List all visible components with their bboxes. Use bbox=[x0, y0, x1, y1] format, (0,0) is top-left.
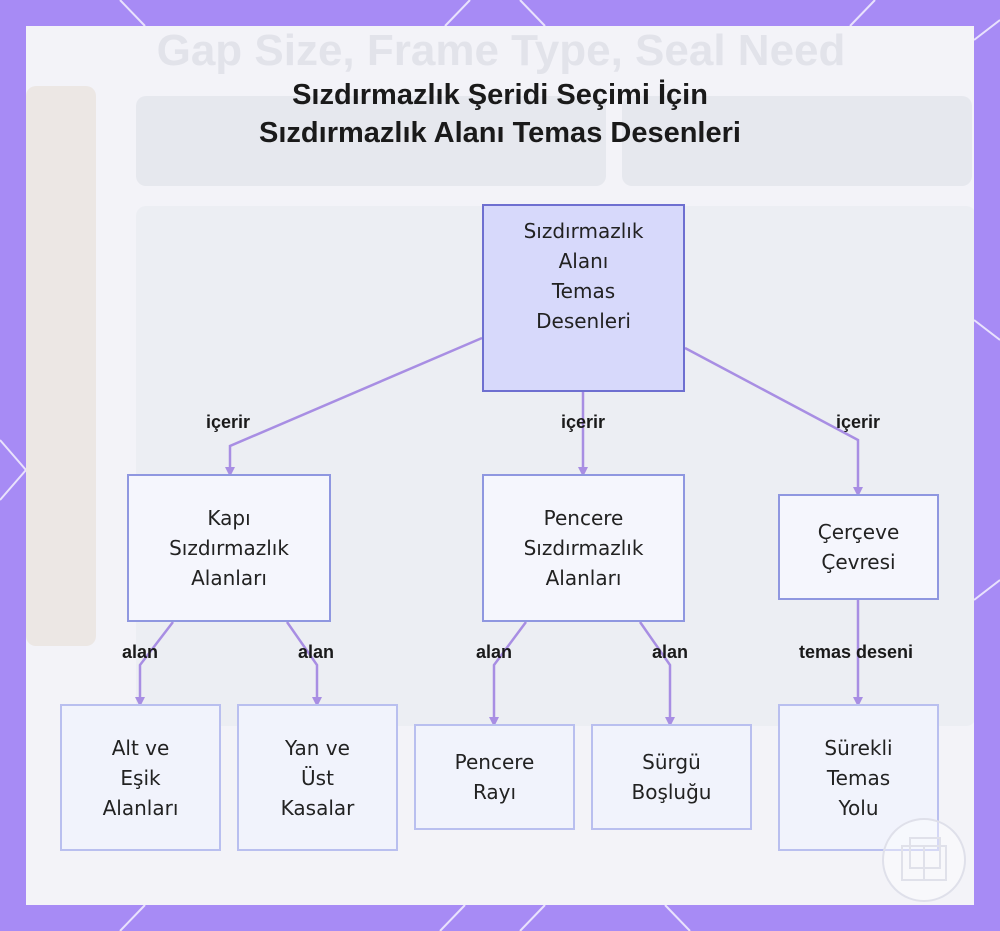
edge-label-door-side: alan bbox=[297, 642, 335, 662]
edge-label-root-frame: içerir bbox=[835, 412, 881, 432]
edge-label-frame-continuous: temas deseni bbox=[798, 642, 914, 662]
ghost-panel bbox=[622, 96, 972, 186]
watermark-logo bbox=[882, 818, 966, 902]
node-bottom-threshold: Alt ve Eşik Alanları bbox=[60, 704, 221, 851]
edge-label-window-rail: alan bbox=[475, 642, 513, 662]
node-root-label: Sızdırmazlık Alanı Temas Desenleri bbox=[523, 219, 644, 333]
edge-label-root-window: içerir bbox=[560, 412, 606, 432]
node-door-label: Kapı Sızdırmazlık Alanları bbox=[169, 506, 289, 590]
edge-root-door bbox=[225, 336, 483, 477]
node-sash-gap-label: Sürgü Boşluğu bbox=[631, 750, 712, 804]
edge-window-rail bbox=[489, 621, 528, 727]
ghost-panel bbox=[136, 96, 606, 186]
edge-window-sash bbox=[638, 621, 675, 727]
node-frame-perimeter: Çerçeve Çevresi bbox=[778, 494, 939, 600]
edge-door-side bbox=[285, 621, 322, 707]
node-window-label: Pencere Sızdırmazlık Alanları bbox=[523, 506, 644, 590]
background-ghost-title: Gap Size, Frame Type, Seal Need bbox=[156, 26, 846, 75]
node-side-top-label: Yan ve Üst Kasalar bbox=[280, 735, 355, 820]
node-window-seal-areas: Pencere Sızdırmazlık Alanları bbox=[482, 474, 685, 622]
edge-label-window-sash: alan bbox=[651, 642, 689, 662]
node-continuous-label: Sürekli Temas Yolu bbox=[824, 735, 893, 820]
node-window-rail: Pencere Rayı bbox=[414, 724, 575, 830]
node-frame-label: Çerçeve Çevresi bbox=[817, 520, 900, 574]
title-line-2: Sızdırmazlık Alanı Temas Desenleri bbox=[259, 117, 741, 149]
node-root: Sızdırmazlık Alanı Temas Desenleri bbox=[482, 204, 685, 392]
watermark-logo-icon bbox=[901, 837, 947, 881]
edge-label-root-door: içerir bbox=[205, 412, 251, 432]
node-window-rail-label: Pencere Rayı bbox=[454, 750, 535, 804]
edge-root-frame bbox=[684, 346, 863, 497]
edge-door-bottom bbox=[135, 621, 174, 707]
node-sash-gap: Sürgü Boşluğu bbox=[591, 724, 752, 830]
node-door-seal-areas: Kapı Sızdırmazlık Alanları bbox=[127, 474, 331, 622]
node-bottom-threshold-label: Alt ve Eşik Alanları bbox=[102, 735, 179, 820]
diagram-title: Sızdırmazlık Şeridi Seçimi İçin Sızdırma… bbox=[0, 76, 1000, 152]
title-line-1: Sızdırmazlık Şeridi Seçimi İçin bbox=[292, 79, 708, 111]
diagram-card: Gap Size, Frame Type, Seal Need bbox=[26, 26, 974, 905]
node-side-top-jambs: Yan ve Üst Kasalar bbox=[237, 704, 398, 851]
edge-label-door-bottom: alan bbox=[121, 642, 159, 662]
ghost-sidebar bbox=[26, 86, 96, 646]
